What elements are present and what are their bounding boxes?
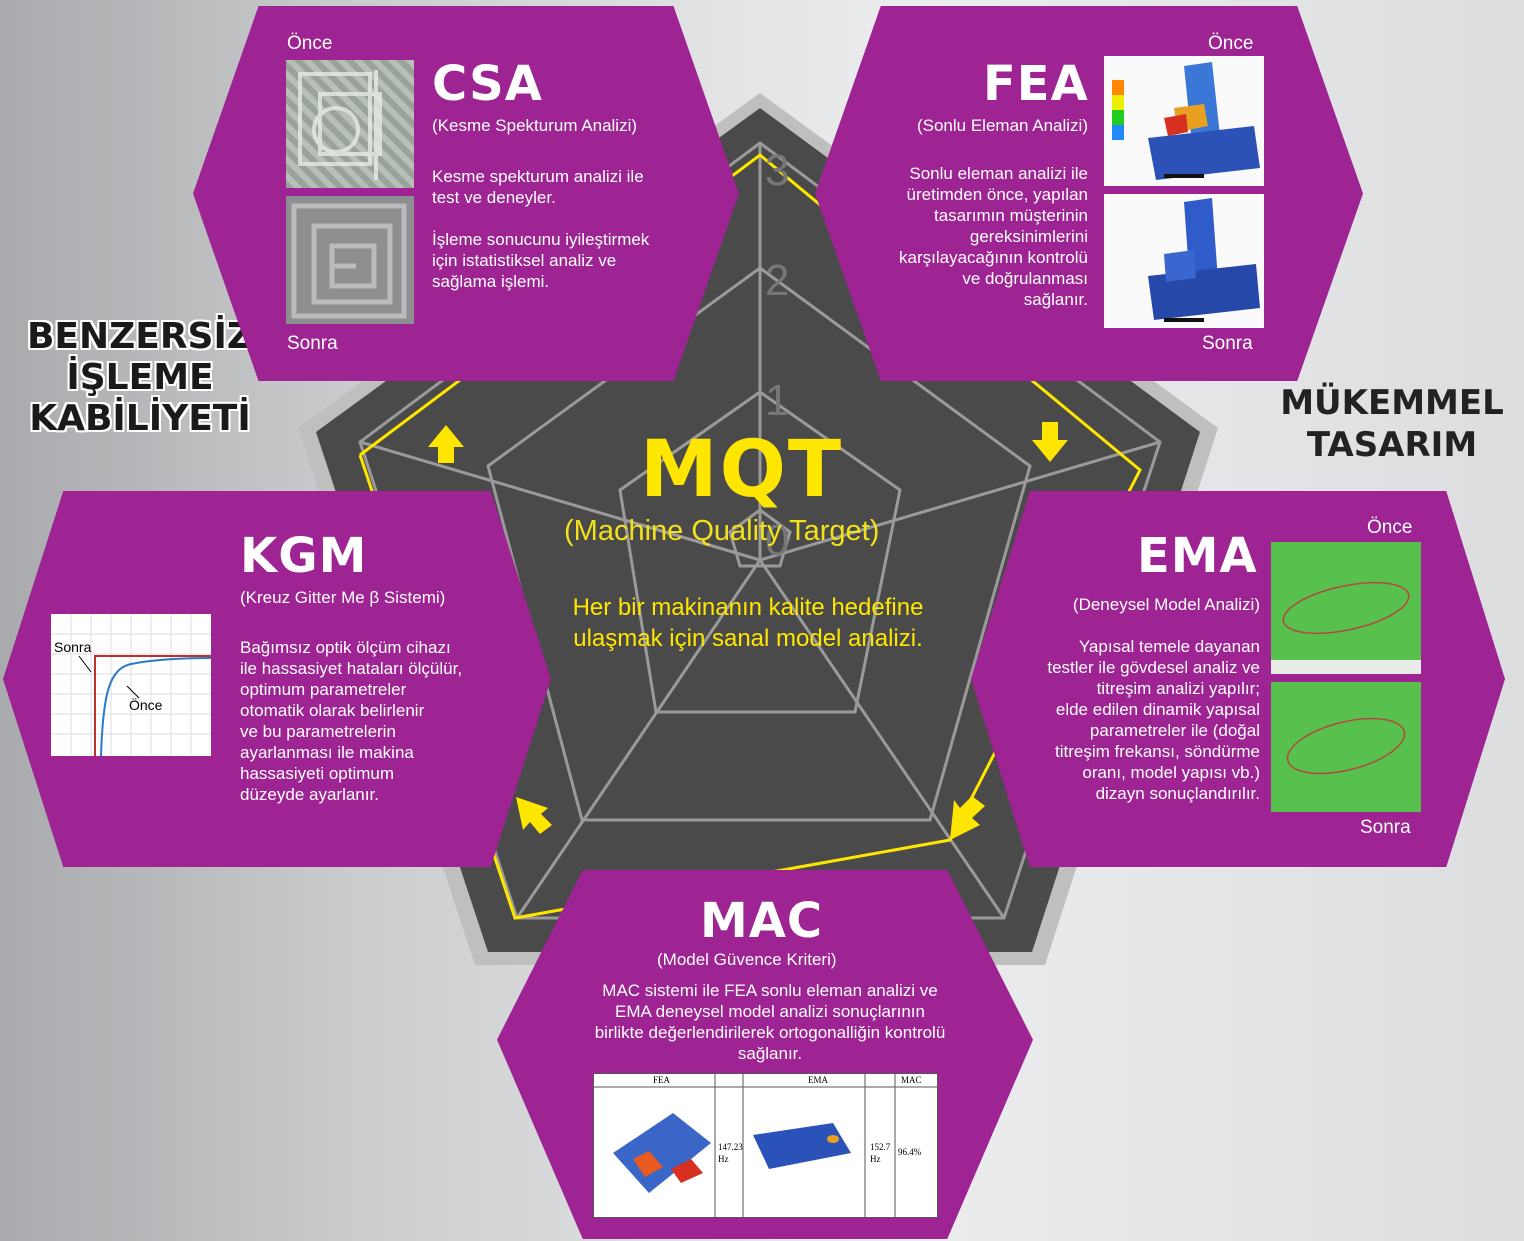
mac-table-header-ema: EMA: [808, 1075, 828, 1085]
arrows: [428, 422, 1068, 840]
ema-body: Yapısal temele dayanan testler ile gövde…: [1047, 637, 1260, 803]
fea-after-render: [1148, 198, 1260, 322]
ema-subtitle: (Deneysel Model Analizi): [1072, 595, 1260, 614]
scale-label-0: 0: [765, 516, 789, 565]
web-ring-1: [618, 390, 902, 714]
kgm-after-curve: [94, 655, 211, 756]
ema-title: EMA: [1137, 528, 1258, 584]
csa-body: Kesme spekturum analizi ile test ve dene…: [432, 167, 650, 291]
mac-subtitle: (Model Güvence Kriteri): [657, 950, 837, 969]
axis-bottom-left: [515, 559, 762, 919]
ema-before-label: Önce: [1367, 517, 1413, 538]
right-heading: MÜKEMMEL TASARIM: [1280, 383, 1504, 465]
ema-before-render: [1271, 581, 1421, 674]
mac-table-ema-value: 152.7 Hz: [870, 1142, 891, 1164]
scale-label-1: 1: [765, 376, 789, 425]
csa-title: CSA: [432, 56, 543, 112]
csa-after-pattern: [291, 203, 407, 319]
csa-subtitle: (Kesme Spekturum Analizi): [432, 116, 638, 135]
arrow-downleft-icon: [950, 796, 985, 840]
kgm-graph: [51, 614, 211, 756]
fea-subtitle: (Sonlu Eleman Analizi): [916, 116, 1088, 135]
ema-after-label: Sonra: [1360, 817, 1411, 838]
kgm-title: KGM: [240, 528, 368, 584]
kgm-body: Bağımsız optik ölçüm cihazı ile hassasiy…: [240, 638, 463, 804]
kgm-graph-plot: [51, 614, 211, 756]
csa-before-pattern: [298, 70, 382, 180]
mqt-description: Her bir makinanın kalite hedefine ulaşma…: [572, 594, 924, 652]
kgm-graph-after-label: Sonra: [54, 639, 92, 655]
mac-table-mac-value: 96.4%: [898, 1147, 922, 1157]
kgm-before-curve: [100, 657, 211, 756]
csa-before-image: [286, 60, 414, 188]
csa-after-label: Sonra: [287, 333, 338, 354]
fea-hexagon: [815, 6, 1363, 381]
axis-right: [759, 440, 1161, 562]
fea-title: FEA: [983, 56, 1089, 112]
mac-table-header-fea: FEA: [653, 1075, 671, 1085]
web-ring-2: [486, 266, 1032, 822]
axis-left: [359, 440, 761, 562]
mac-fea-render: [613, 1113, 711, 1193]
fea-before-render: [1112, 62, 1260, 180]
mac-table-header-mac: MAC: [901, 1075, 922, 1085]
mac-table: FEA EMA MAC 147.23 Hz 152.7 Hz 96.4%: [593, 1073, 938, 1218]
web-ring-0: [728, 508, 792, 568]
ema-after-image: [1271, 682, 1421, 812]
left-heading: BENZERSİZ İŞLEME KABİLİYETİ: [26, 316, 253, 439]
fea-after-label: Sonra: [1202, 333, 1253, 354]
kgm-graph-before-label: Önce: [129, 697, 163, 713]
fea-after-image: [1104, 194, 1264, 328]
mac-body: MAC sistemi ile FEA sonlu eleman analizi…: [594, 981, 946, 1063]
csa-after-image: [286, 196, 414, 324]
mac-table-fea-value: 147.23 Hz: [718, 1142, 743, 1164]
kgm-subtitle: (Kreuz Gitter Me β Sistemi): [240, 588, 446, 607]
arrow-up-icon: [428, 425, 464, 463]
ema-after-render: [1286, 717, 1406, 775]
scale-label-2: 2: [765, 256, 789, 305]
mac-table-grid: [593, 1073, 938, 1218]
mqt-subtitle: (Machine Quality Target): [564, 515, 880, 547]
axis-bottom-right: [758, 559, 1006, 919]
csa-before-label: Önce: [287, 33, 333, 54]
arrow-down-icon: [1032, 422, 1068, 462]
scale-labels: 3 2 1 0: [765, 146, 789, 565]
csa-hexagon: [193, 6, 739, 381]
fea-body: Sonlu eleman analizi ile üretimden önce,…: [899, 164, 1088, 309]
ema-before-image: [1271, 542, 1421, 674]
arrow-upleft-icon: [516, 797, 552, 834]
mqt-title: MQT: [640, 425, 844, 515]
fea-before-label: Önce: [1208, 33, 1254, 54]
mac-ema-render: [753, 1123, 851, 1169]
fea-before-image: [1104, 56, 1264, 186]
mac-title: MAC: [700, 893, 824, 949]
scale-label-3: 3: [765, 146, 789, 195]
